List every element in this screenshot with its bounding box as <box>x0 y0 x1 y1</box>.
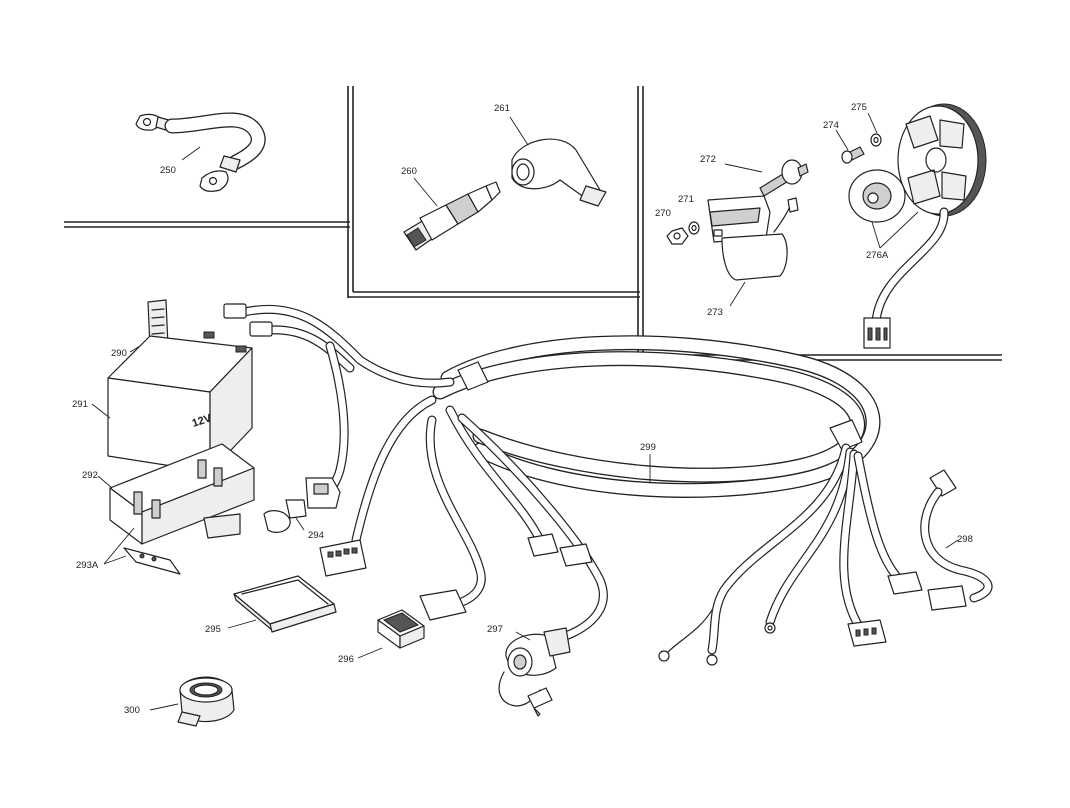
ground-cable-250 <box>135 112 266 192</box>
label-290: 290 <box>111 348 127 359</box>
label-295: 295 <box>205 624 221 635</box>
inset-frames <box>64 86 1002 361</box>
label-297: 297 <box>487 624 503 635</box>
cdi-unit-295 <box>227 575 337 633</box>
sensor-cable-298 <box>920 469 993 611</box>
label-292: 292 <box>82 470 98 481</box>
label-272: 272 <box>700 154 716 165</box>
label-273: 273 <box>707 307 723 318</box>
spark-plug-cap-261 <box>509 116 607 207</box>
regulator-296 <box>357 609 425 659</box>
label-271: 271 <box>678 194 694 205</box>
tape-roll-300 <box>149 676 235 727</box>
label-299: 299 <box>640 442 656 453</box>
label-261: 261 <box>494 103 510 114</box>
wiring-harness-299 <box>223 303 923 666</box>
label-260: 260 <box>401 166 417 177</box>
label-275: 275 <box>851 102 867 113</box>
spark-plug-260 <box>403 177 501 251</box>
battery-group: 12V <box>91 299 255 575</box>
label-294: 294 <box>308 530 324 541</box>
label-270: 270 <box>655 208 671 219</box>
label-291: 291 <box>72 399 88 410</box>
label-296: 296 <box>338 654 354 665</box>
ignition-components <box>666 103 987 349</box>
label-274: 274 <box>823 120 839 131</box>
ignition-switch-297 <box>498 627 571 717</box>
label-298: 298 <box>957 534 973 545</box>
label-276a: 276A <box>866 250 889 261</box>
battery-marking: 12V <box>191 412 214 430</box>
label-293a: 293A <box>76 560 99 571</box>
label-300: 300 <box>124 705 140 716</box>
label-250: 250 <box>160 165 176 176</box>
